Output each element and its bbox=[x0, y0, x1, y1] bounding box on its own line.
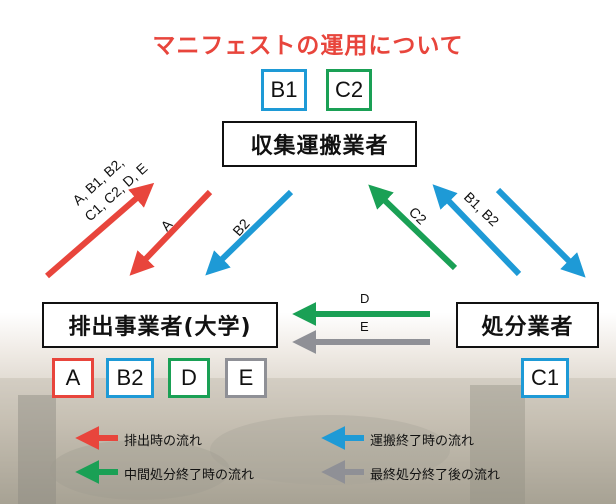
code-c2: C2 bbox=[326, 69, 372, 111]
diagram-title: マニフェストの運用について bbox=[152, 33, 464, 59]
legend-label-final-end: 最終処分終了後の流れ bbox=[370, 468, 501, 483]
arrow-emitter-to-collector bbox=[45, 182, 155, 279]
code-d: D bbox=[168, 358, 210, 398]
arrow-disposer-up-blue bbox=[432, 184, 522, 277]
collector-transporter-box: 収集運搬業者 bbox=[222, 121, 417, 167]
disposer-box: 処分業者 bbox=[456, 302, 599, 348]
code-b2: B2 bbox=[106, 358, 154, 398]
legend-label-intermediate-end: 中間処分終了時の流れ bbox=[124, 468, 255, 483]
arrow-collector-to-emitter-b2 bbox=[205, 189, 294, 276]
code-e: E bbox=[225, 358, 267, 398]
code-b1: B1 bbox=[261, 69, 307, 111]
arrow-collector-to-disposer bbox=[495, 187, 586, 278]
arrow-collector-to-emitter-a bbox=[129, 189, 213, 276]
legend-label-transport-end: 運搬終了時の流れ bbox=[370, 434, 475, 449]
label-d: D bbox=[360, 291, 369, 306]
arrow-disposer-to-collector bbox=[368, 184, 458, 271]
label-e: E bbox=[360, 319, 369, 334]
code-a: A bbox=[52, 358, 94, 398]
code-c1: C1 bbox=[521, 358, 569, 398]
legend-label-emission: 排出時の流れ bbox=[124, 434, 203, 449]
emitter-university-box: 排出事業者(大学) bbox=[42, 302, 278, 348]
